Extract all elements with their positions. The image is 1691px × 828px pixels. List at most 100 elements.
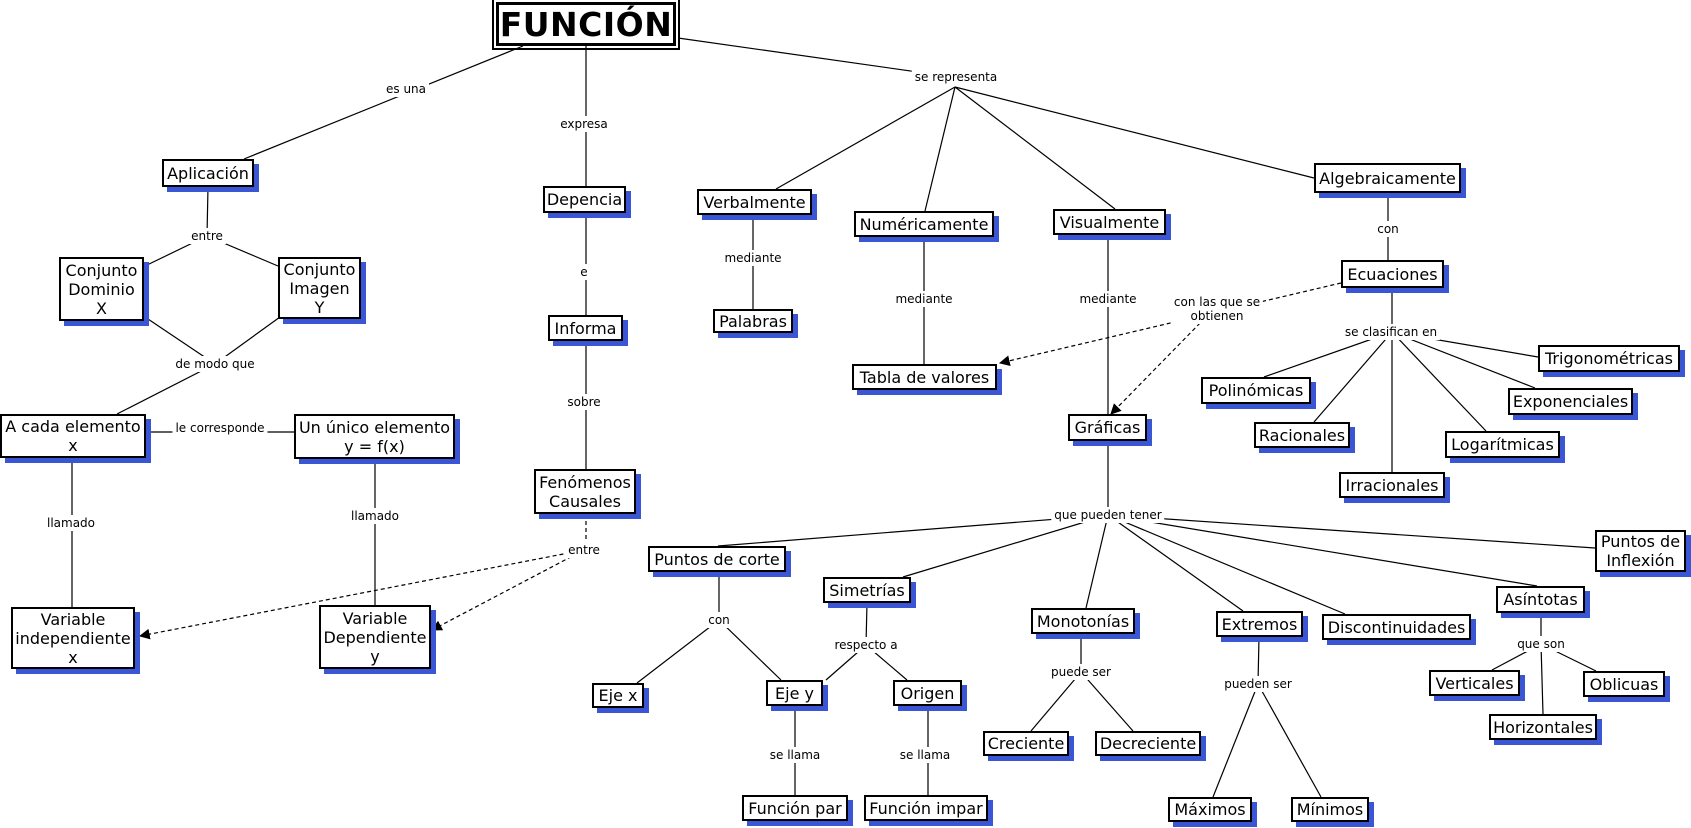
cross-link-arrow bbox=[998, 282, 1342, 367]
link-label-es-una: es una bbox=[382, 81, 430, 97]
node-aplicacion: Aplicación bbox=[162, 159, 254, 187]
connector-line bbox=[1085, 514, 1109, 609]
link-label-de-modo-que: de modo que bbox=[172, 356, 258, 372]
connector-line bbox=[775, 86, 956, 190]
link-label-llamado: llamado bbox=[347, 508, 403, 524]
connector-line bbox=[1107, 514, 1346, 615]
node-funcion-impar: Función impar bbox=[864, 795, 988, 821]
link-label-le-corresponde: le corresponde bbox=[172, 420, 268, 436]
connector-line bbox=[1107, 514, 1538, 587]
connector-line bbox=[1313, 331, 1393, 423]
node-variable-dependiente: Variable Dependiente y bbox=[319, 605, 431, 669]
link-label-entre: entre bbox=[188, 228, 226, 244]
node-irracionales: Irracionales bbox=[1339, 472, 1445, 498]
node-monotonias: Monotonías bbox=[1031, 608, 1135, 634]
connector-line bbox=[718, 619, 782, 681]
link-label-con: con bbox=[705, 612, 733, 628]
node-fenomenos-causales: Fenómenos Causales bbox=[534, 469, 636, 514]
node-horizontales: Horizontales bbox=[1489, 714, 1597, 740]
connector-line bbox=[206, 186, 209, 237]
node-simetrias: Simetrías bbox=[823, 577, 911, 603]
node-eje-x: Eje x bbox=[592, 683, 644, 708]
connector-line bbox=[677, 37, 954, 78]
cross-link-arrow bbox=[1110, 317, 1206, 415]
link-label-e: e bbox=[577, 264, 591, 280]
node-logaritmicas: Logarítmicas bbox=[1445, 431, 1560, 458]
root-funcion: FUNCIÓN bbox=[492, 0, 680, 50]
connector-line bbox=[1030, 671, 1082, 732]
cross-link-arrow bbox=[138, 549, 585, 640]
connector-line bbox=[1107, 514, 1244, 612]
link-label-mediante: mediante bbox=[1076, 291, 1140, 307]
node-graficas: Gráficas bbox=[1068, 414, 1147, 441]
connector-line bbox=[924, 86, 956, 212]
node-trigonometricas: Trigonométricas bbox=[1538, 345, 1680, 372]
node-discontinuidades: Discontinuidades bbox=[1322, 614, 1471, 640]
node-numericamente: Numéricamente bbox=[854, 211, 994, 237]
link-label-respecto-a: respecto a bbox=[831, 637, 901, 653]
node-verbalmente: Verbalmente bbox=[697, 189, 812, 215]
node-decreciente: Decreciente bbox=[1095, 731, 1201, 756]
node-creciente: Creciente bbox=[983, 731, 1069, 756]
connector-line bbox=[717, 514, 1109, 547]
link-label-entre: entre bbox=[565, 542, 603, 558]
connector-line bbox=[1391, 331, 1487, 432]
node-asintotas: Asíntotas bbox=[1496, 586, 1585, 613]
node-conjunto-dominio: Conjunto Dominio X bbox=[59, 257, 144, 321]
node-exponenciales: Exponenciales bbox=[1508, 388, 1633, 415]
link-label-expresa: expresa bbox=[557, 116, 611, 132]
connector-line bbox=[116, 363, 216, 415]
connector-line bbox=[954, 86, 1315, 179]
node-a-cada-elemento: A cada elemento x bbox=[0, 414, 146, 458]
link-label-se-llama: se llama bbox=[766, 747, 824, 763]
cross-link-arrow bbox=[431, 549, 585, 631]
link-label-llamado: llamado bbox=[43, 515, 99, 531]
link-label-se-clasifican-en: se clasifican en bbox=[1341, 324, 1441, 340]
node-depencia: Depencia bbox=[543, 186, 626, 213]
connector-line bbox=[1080, 671, 1134, 732]
link-label-mediante: mediante bbox=[721, 250, 785, 266]
node-puntos-de-corte: Puntos de corte bbox=[648, 546, 786, 572]
connector-line bbox=[1540, 643, 1544, 715]
connector-line bbox=[1391, 331, 1536, 389]
node-racionales: Racionales bbox=[1254, 422, 1350, 448]
link-label-que-son: que son bbox=[1514, 636, 1568, 652]
link-label-pueden-ser: pueden ser bbox=[1221, 676, 1295, 692]
connector-line bbox=[1257, 683, 1322, 798]
connector-line bbox=[1212, 683, 1259, 798]
node-unico-elemento: Un único elemento y = f(x) bbox=[294, 414, 455, 459]
node-oblicuas: Oblicuas bbox=[1583, 671, 1665, 697]
node-extremos: Extremos bbox=[1216, 611, 1303, 637]
link-label-mediante: mediante bbox=[892, 291, 956, 307]
node-palabras: Palabras bbox=[713, 309, 793, 333]
link-label-puede-ser: puede ser bbox=[1048, 664, 1114, 680]
node-conjunto-imagen: Conjunto Imagen Y bbox=[278, 257, 361, 319]
link-label-con: con bbox=[1374, 221, 1402, 237]
connector-line bbox=[902, 514, 1109, 578]
link-label-se-llama: se llama bbox=[896, 747, 954, 763]
node-ecuaciones: Ecuaciones bbox=[1341, 260, 1444, 288]
node-eje-y: Eje y bbox=[766, 680, 823, 706]
node-minimos: Mínimos bbox=[1291, 797, 1369, 822]
connector-line bbox=[954, 86, 1116, 210]
node-polinomicas: Polinómicas bbox=[1201, 377, 1311, 404]
node-maximos: Máximos bbox=[1168, 797, 1252, 822]
node-verticales: Verticales bbox=[1429, 670, 1520, 696]
connector-line bbox=[636, 619, 720, 684]
link-label-sobre: sobre bbox=[564, 394, 604, 410]
link-label-se-representa: se representa bbox=[911, 69, 1001, 85]
link-label-que-pueden-tener: que pueden tener bbox=[1051, 507, 1165, 523]
node-informa: Informa bbox=[548, 315, 623, 341]
node-origen: Origen bbox=[893, 680, 962, 706]
node-algebraicamente: Algebraicamente bbox=[1314, 163, 1461, 193]
node-visualmente: Visualmente bbox=[1053, 209, 1166, 235]
node-tabla-de-valores: Tabla de valores bbox=[852, 364, 997, 390]
link-label-con-las-que-se-obtienen: con las que se obtienen bbox=[1170, 294, 1264, 324]
node-puntos-de-inflexion: Puntos de Inflexión bbox=[1595, 530, 1686, 572]
connector-line bbox=[1107, 514, 1596, 549]
connector-line bbox=[243, 45, 524, 160]
node-variable-independiente: Variable independiente x bbox=[11, 607, 135, 669]
node-funcion-par: Función par bbox=[742, 795, 848, 821]
